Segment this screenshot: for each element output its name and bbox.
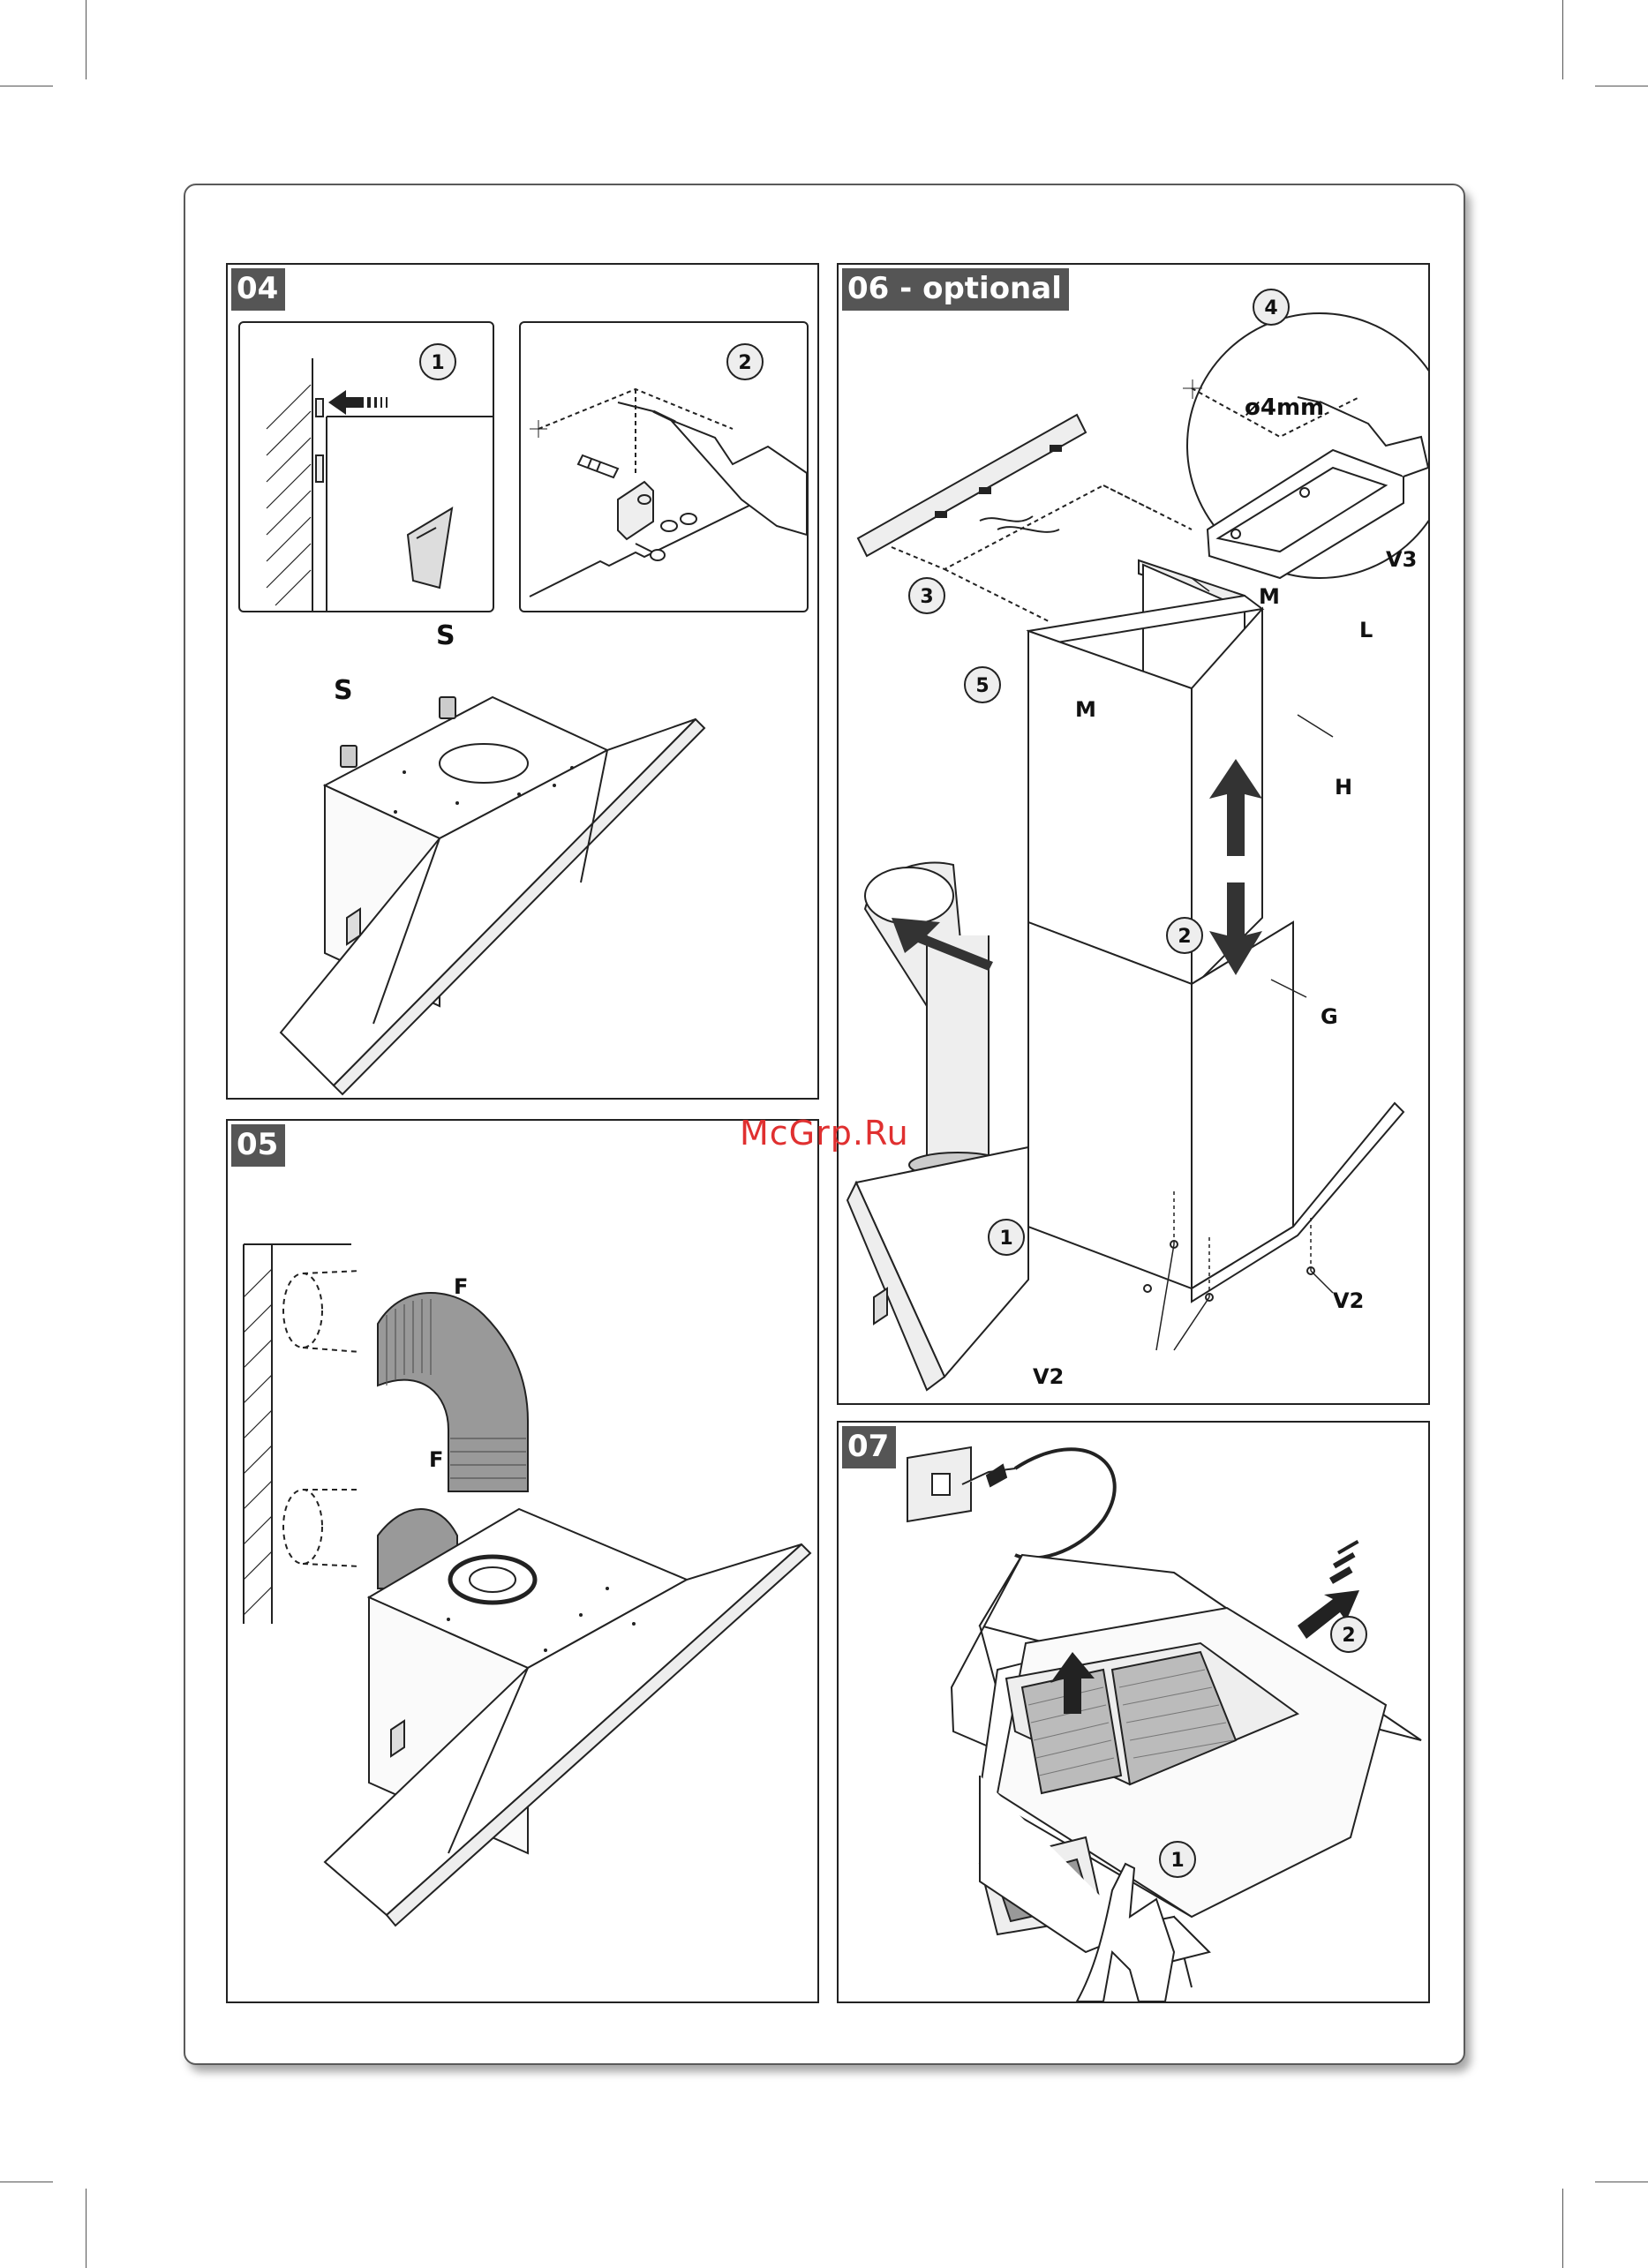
part-label: L [1359, 618, 1373, 642]
substep-04-2: 2 [519, 321, 809, 612]
panel-05: 05 [226, 1119, 819, 2003]
duct-label: F [454, 1274, 468, 1299]
crop-mark [86, 0, 87, 79]
dowel-icon [578, 455, 618, 477]
panel-04: 04 [226, 263, 819, 1100]
wall-hook-illustration: 1 [240, 323, 493, 611]
arrow-icon [328, 390, 388, 415]
step-number: 3 [920, 586, 933, 608]
duct-label: F [429, 1447, 443, 1472]
part-label: M [1075, 697, 1096, 722]
step-number: 2 [1342, 1625, 1355, 1647]
step-number: 2 [1178, 926, 1191, 948]
part-label: M [1259, 584, 1280, 609]
part-label: V2 [1033, 1364, 1064, 1389]
step-tag-05: 05 [231, 1124, 285, 1167]
chimney-installation-illustration: 4 3 5 2 1 ø4mm V3 M L M H G V2 V2 [839, 265, 1428, 1403]
dimension-label: ø4mm [1245, 394, 1324, 421]
substep-04-1: 1 [238, 321, 494, 612]
step-tag-07: 07 [842, 1426, 896, 1468]
step-tag-06: 06 - optional [842, 268, 1069, 311]
substep-number: 1 [431, 352, 444, 374]
plug-icon [907, 1447, 1115, 1558]
crop-mark [86, 2189, 87, 2268]
part-label: G [1321, 1004, 1338, 1029]
panel-07: 07 [837, 1421, 1430, 2003]
part-label: V2 [1333, 1288, 1364, 1313]
part-label: H [1335, 775, 1352, 800]
substep-number: 2 [738, 352, 751, 374]
crop-mark [1562, 2189, 1563, 2268]
drill-bracket-illustration: 2 [521, 323, 807, 611]
step-number: 4 [1264, 297, 1277, 319]
bracket-label: S [334, 675, 353, 706]
step-number: 5 [975, 675, 989, 697]
filter-replacement-illustration: 1 2 [839, 1423, 1428, 2001]
step-number: 1 [999, 1228, 1012, 1250]
step-number: 1 [1170, 1850, 1184, 1872]
bracket-label: S [436, 620, 455, 651]
watermark: McGrp.Ru [740, 1114, 909, 1153]
step-tag-04: 04 [231, 268, 285, 311]
crop-mark [1562, 0, 1563, 79]
panel-06: 06 - optional [837, 263, 1430, 1405]
part-label: V3 [1386, 547, 1417, 572]
ducting-illustration: F F [228, 1121, 817, 2001]
screw-icon [636, 544, 665, 560]
